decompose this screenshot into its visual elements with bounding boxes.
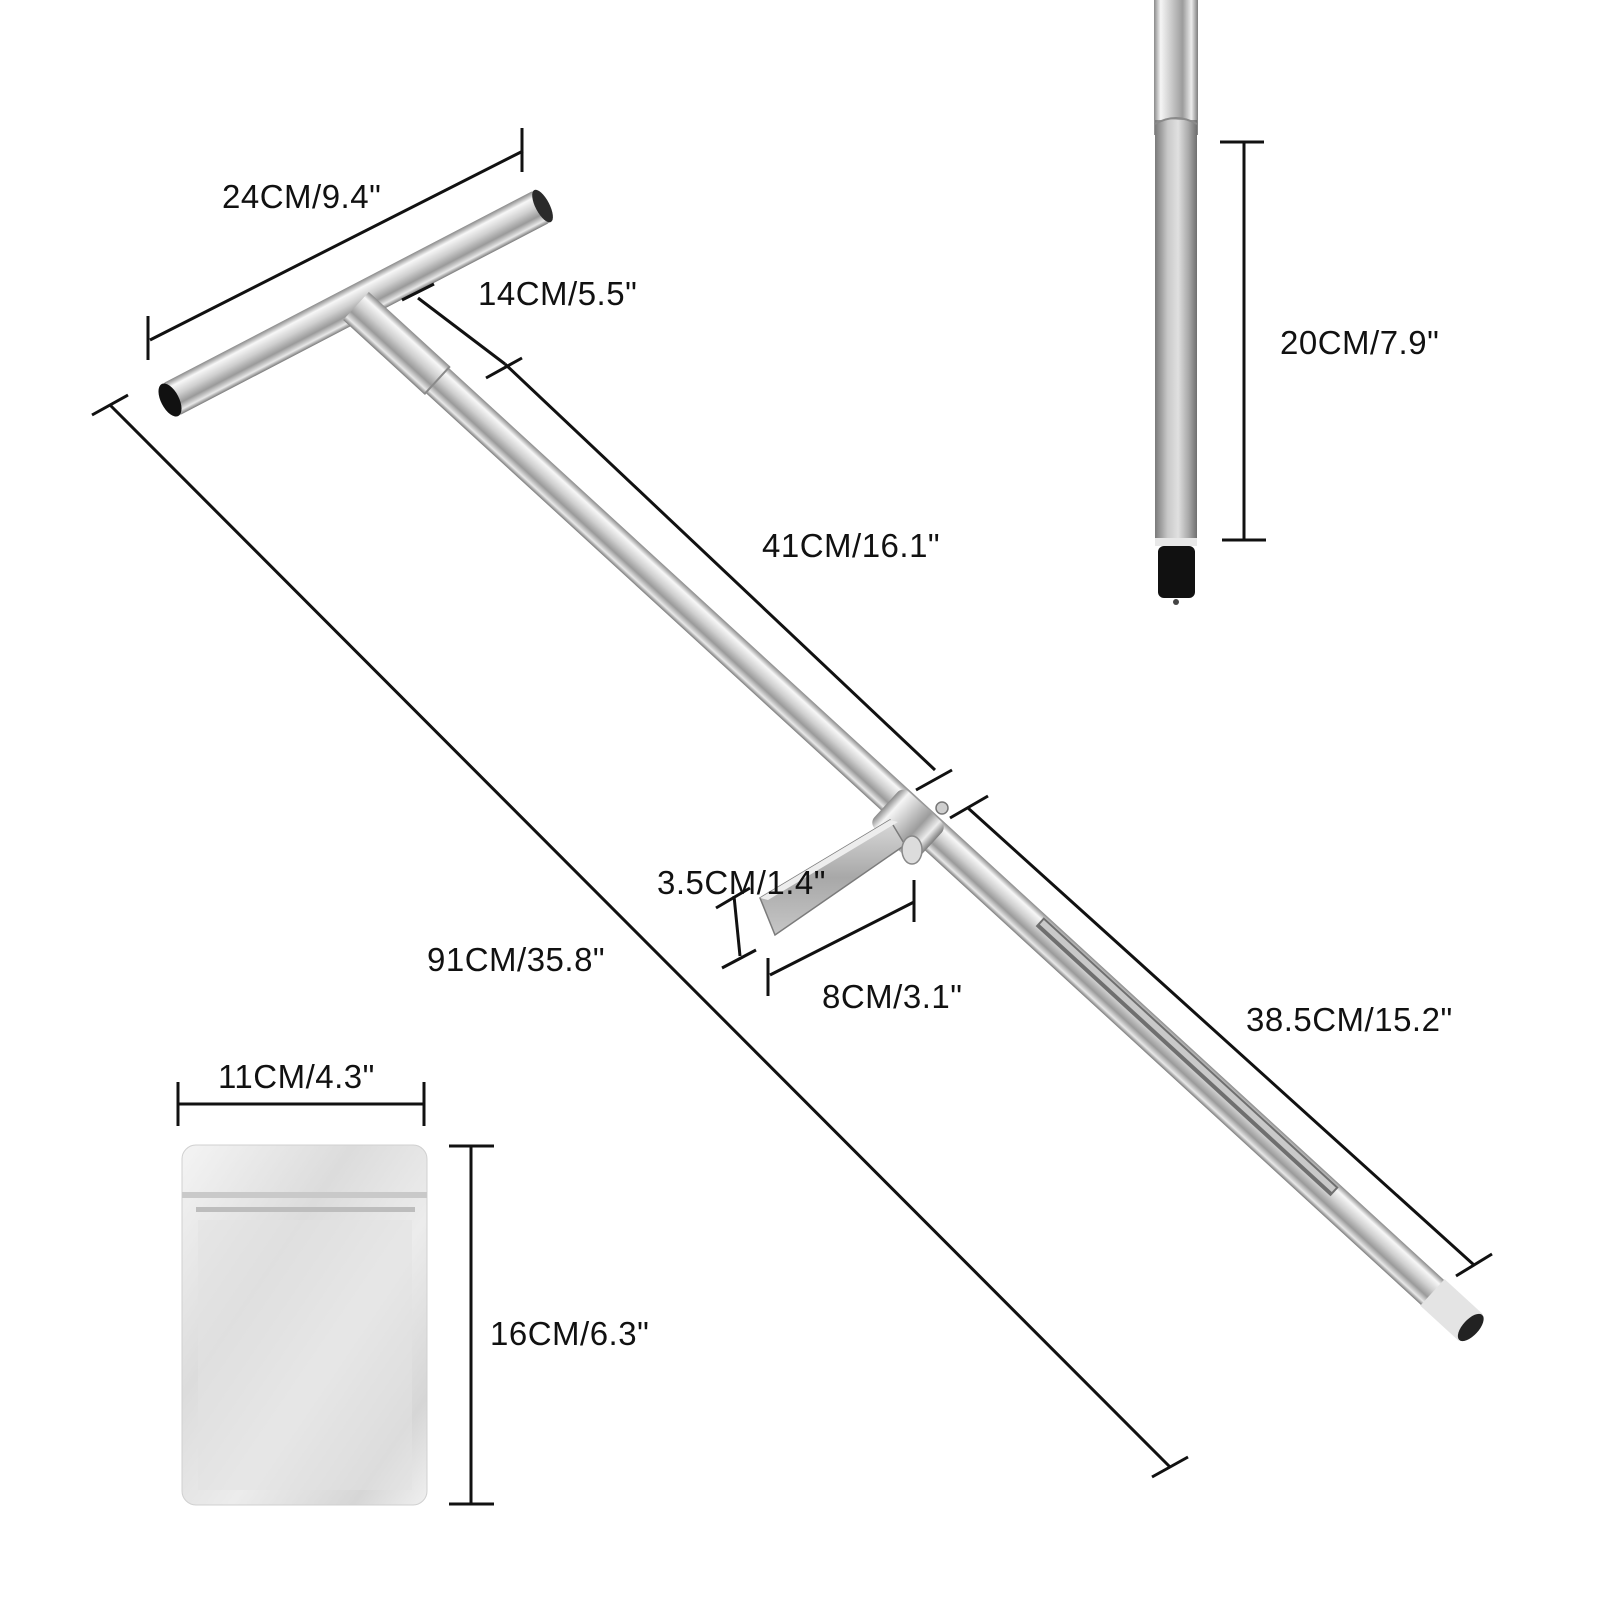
dimension-labels: 24CM/9.4" 14CM/5.5" 41CM/16.1" 91CM/35.8… — [218, 178, 1453, 1352]
label-foot-step-height: 3.5CM/1.4" — [657, 864, 826, 901]
label-foot-step-length: 8CM/3.1" — [822, 978, 962, 1015]
label-bag-width: 11CM/4.3" — [218, 1058, 375, 1095]
label-handle-width: 24CM/9.4" — [222, 178, 381, 215]
soil-sampler-probe — [158, 189, 1484, 1342]
sample-bag — [176, 1082, 494, 1506]
detail-slotted-tube — [1154, 0, 1266, 605]
dimension-lines — [91, 128, 1493, 1479]
t-handle — [158, 189, 553, 417]
probe-tip — [1420, 1279, 1484, 1342]
probe-shaft — [343, 291, 1484, 1342]
label-bag-height: 16CM/6.3" — [490, 1315, 649, 1352]
label-total-length: 91CM/35.8" — [427, 941, 605, 978]
foot-step — [759, 789, 949, 937]
sampling-slot — [1035, 917, 1339, 1197]
label-upper-shaft: 41CM/16.1" — [762, 527, 940, 564]
label-sampling-tube: 38.5CM/15.2" — [1246, 1001, 1453, 1038]
black-end-cap-icon — [1158, 546, 1195, 598]
label-handle-to-joint: 14CM/5.5" — [478, 275, 637, 312]
label-detail-slot-length: 20CM/7.9" — [1280, 324, 1439, 361]
